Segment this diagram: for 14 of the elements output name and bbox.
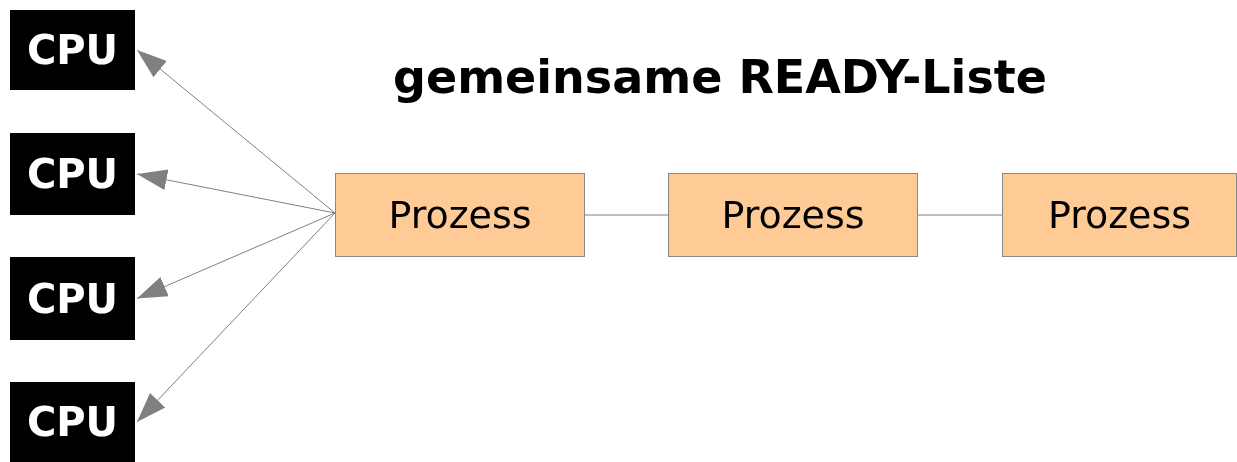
arrow bbox=[136, 212, 336, 299]
cpu-box: CPU bbox=[10, 133, 135, 215]
process-box: Prozess bbox=[1002, 173, 1237, 257]
arrow bbox=[136, 212, 336, 423]
connector-line bbox=[917, 214, 1003, 216]
process-box: Prozess bbox=[668, 173, 918, 257]
arrow bbox=[136, 49, 336, 214]
arrow bbox=[136, 169, 336, 214]
cpu-box: CPU bbox=[10, 257, 135, 340]
process-box: Prozess bbox=[335, 173, 585, 257]
title: gemeinsame READY-Liste bbox=[392, 50, 1048, 104]
connector-line bbox=[584, 214, 669, 216]
cpu-box: CPU bbox=[10, 10, 135, 90]
cpu-box: CPU bbox=[10, 382, 135, 462]
